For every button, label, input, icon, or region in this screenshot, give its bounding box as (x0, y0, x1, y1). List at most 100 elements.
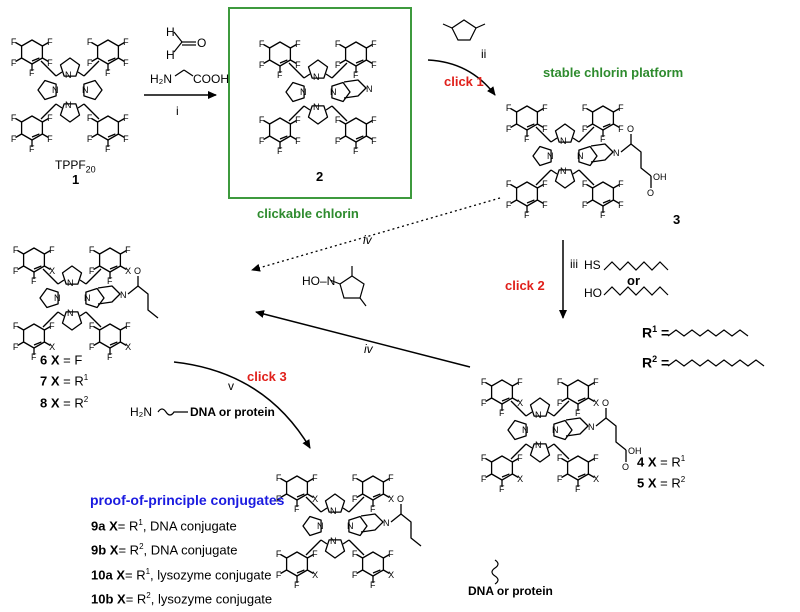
aryl-fluorine: F (600, 134, 606, 144)
aryl-fluorine: F (524, 210, 530, 220)
aryl-fluorine: F (334, 38, 341, 49)
aryl-fluorine: F (593, 376, 599, 387)
arrow-click-3 (173, 361, 311, 449)
compound-2-number: 2 (316, 169, 324, 184)
product-row: 6 X = F (40, 352, 83, 368)
aryl-fluorine: F (480, 452, 487, 463)
aryl-fluorine: F (351, 472, 358, 483)
click-2-label: click 2 (505, 278, 545, 293)
pyrrole-n: N (347, 521, 354, 531)
formaldehyde-h2: H (166, 48, 175, 62)
aryl-fluorine: F (49, 244, 55, 255)
pyrrole-n: N (67, 308, 74, 318)
aryl-fluorine: F (556, 452, 563, 463)
aryl-fluorine: F (581, 123, 588, 134)
aryl-fluorine: F (295, 114, 301, 125)
aryl-fluorine: F (88, 244, 95, 255)
aryl-x-substituent: X (517, 473, 524, 484)
pyrrole-n: N (535, 410, 542, 420)
thiol-hs: HS (584, 258, 601, 272)
aryl-x-substituent: X (388, 493, 395, 504)
dna-or-protein-conjugate: DNA or protein (468, 584, 553, 598)
aryl-x-substituent: X (593, 397, 600, 408)
aryl-x-substituent: X (312, 493, 319, 504)
pyrrole-n: N (84, 293, 91, 303)
aryl-fluorine: F (88, 320, 95, 331)
dna-or-protein-reagent: DNA or protein (190, 405, 275, 419)
aryl-fluorine: F (575, 408, 581, 418)
product-row: 7 X = R1 (40, 373, 89, 389)
aryl-fluorine: F (371, 114, 377, 125)
step-iv-label-a: iv (363, 233, 372, 247)
aryl-fluorine: F (618, 178, 624, 189)
carbonyl-o: O (602, 398, 610, 408)
click-3-label: click 3 (247, 369, 287, 384)
aryl-fluorine: F (517, 376, 523, 387)
aryl-fluorine: F (480, 473, 487, 484)
aryl-fluorine: F (275, 493, 282, 504)
aryl-fluorine: F (371, 59, 377, 70)
pyrrolidine-n: N (120, 290, 127, 300)
pyrrole-n: N (52, 85, 59, 95)
aryl-fluorine: F (542, 102, 548, 113)
pyrrolidine-n: N (588, 422, 595, 432)
pyrrole-n: N (552, 425, 559, 435)
formaldehyde-o: O (197, 36, 207, 50)
stable-chlorin-label: stable chlorin platform (543, 65, 684, 80)
aryl-x-substituent: X (49, 341, 56, 352)
aryl-x-substituent: X (593, 473, 600, 484)
aryl-fluorine: F (351, 493, 358, 504)
pyrrolidine-n: N (383, 518, 390, 528)
aryl-fluorine: F (47, 112, 53, 123)
glycine-amine: H₂N (150, 72, 172, 86)
aryl-fluorine: F (371, 135, 377, 146)
aryl-fluorine: F (480, 376, 487, 387)
reagent-structures (157, 19, 765, 585)
carbonyl-o: O (627, 124, 635, 134)
aryl-fluorine: F (480, 397, 487, 408)
aryl-fluorine: F (600, 210, 606, 220)
pyrrole-n: N (330, 506, 337, 516)
aryl-fluorine: F (295, 59, 301, 70)
pyrrole-n: N (65, 70, 72, 80)
aryl-fluorine: F (618, 123, 624, 134)
pyrrole-n: N (317, 521, 324, 531)
nhs-ho: HO–N (302, 274, 336, 288)
amine-h2n: H₂N (130, 405, 152, 419)
compound-3-number: 3 (673, 212, 681, 227)
aryl-fluorine: F (370, 580, 376, 590)
aryl-fluorine: F (353, 146, 359, 156)
acid-o: O (622, 462, 630, 472)
aryl-fluorine: F (47, 133, 53, 144)
arrow-click-1 (427, 59, 496, 96)
pyrrole-n: N (313, 72, 320, 82)
aryl-fluorine: F (258, 38, 265, 49)
aryl-fluorine: F (371, 38, 377, 49)
pyrrole-n: N (560, 136, 567, 146)
aryl-fluorine: F (12, 320, 19, 331)
aryl-fluorine: F (581, 102, 588, 113)
pyrrole-n: N (65, 100, 72, 110)
aryl-fluorine: F (275, 472, 282, 483)
product-row: 5 X = R2 (637, 475, 686, 491)
aryl-fluorine: F (47, 57, 53, 68)
aryl-fluorine: F (123, 112, 129, 123)
step-i-label: i (176, 104, 179, 118)
conjugates-title: proof-of-principle conjugates (90, 492, 285, 508)
aryl-fluorine: F (334, 59, 341, 70)
r1-definition: R1 = (642, 324, 670, 341)
aryl-fluorine: F (388, 548, 394, 559)
aryl-fluorine: F (312, 472, 318, 483)
aryl-fluorine: F (125, 320, 131, 331)
glycine-acid: COOH (193, 72, 229, 86)
step-v-label: v (228, 379, 234, 393)
pyrrole-n: N (330, 536, 337, 546)
product-row: 4 X = R1 (637, 454, 686, 470)
step-ii-label: ii (481, 47, 487, 61)
aryl-fluorine: F (107, 352, 113, 362)
pyrrole-n: N (82, 85, 89, 95)
compound-1-name: TPPF20 (55, 158, 96, 175)
conjugate-row: 9b X= R2, DNA conjugate (91, 542, 238, 558)
aryl-fluorine: F (370, 504, 376, 514)
carbonyl-o: O (134, 266, 142, 276)
